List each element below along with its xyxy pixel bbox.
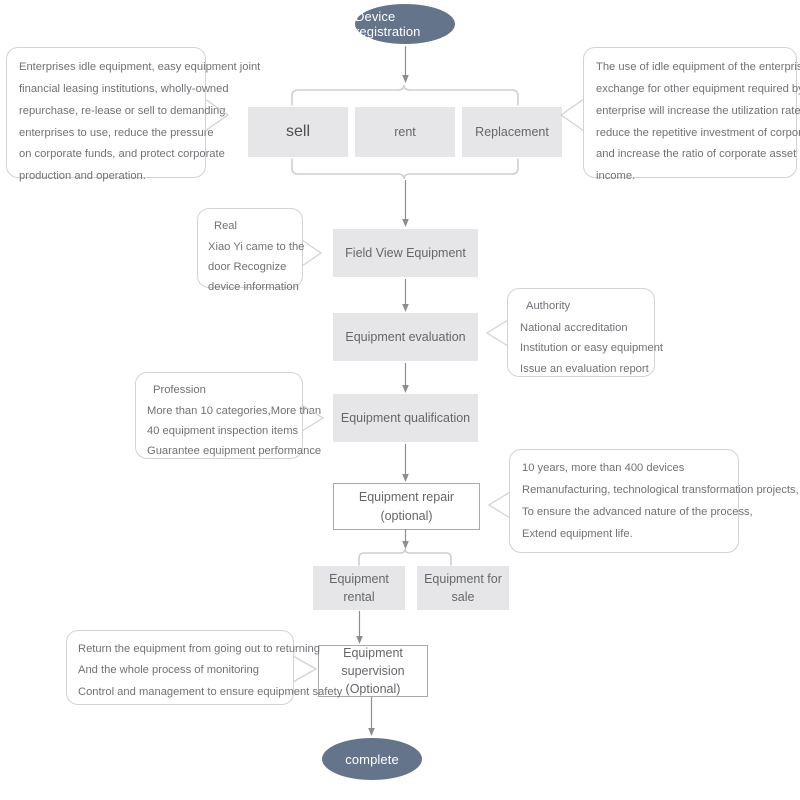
node-device-registration-label: Device registration [355, 9, 421, 39]
callout-real-note-title: Real [214, 220, 238, 232]
callout-supervision-note-line-3: Control and management to ensure equipme… [78, 685, 343, 698]
callout-profession-note-line-3: Guarantee equipment performance [147, 445, 322, 458]
callout-supervision-note-line-2: And the whole process of monitoring [78, 664, 259, 677]
callout-profession-note-line-1: More than 10 categories,More than [147, 405, 322, 418]
callout-supervision-note-line-1: Return the equipment from going out to r… [78, 643, 320, 655]
callout-replacement-note-line-6: income. [596, 170, 636, 183]
callout-authority-note-line-1: National accreditation [520, 321, 628, 334]
callout-real-note-line-2: door Recognize [208, 261, 287, 274]
callout-replacement-note-line-4: reduce the repetitive investment of corp… [596, 126, 800, 139]
callout-profession-note-title: Profession [153, 384, 206, 396]
callout-repair-note: 10 years, more than 400 devices Remanufa… [509, 449, 799, 553]
callout-sell-note-line-1: Enterprises idle equipment, easy equipme… [19, 61, 261, 73]
callout-replacement-note-tail [559, 97, 585, 133]
arrow-evaluation-to-qualification [400, 363, 411, 394]
callout-sell-note: Enterprises idle equipment, easy equipme… [6, 47, 261, 182]
callout-authority-note-tail [485, 318, 509, 348]
callout-profession-note-tail [301, 403, 325, 433]
callout-sell-note-line-2: financial leasing institutions, wholly-o… [19, 82, 229, 95]
callout-real-note-line-3: device information [208, 281, 299, 294]
arrow-repair-to-outcomes [400, 529, 411, 550]
callout-repair-note-line-1: 10 years, more than 400 devices [522, 462, 685, 474]
box-equipment-repair[interactable]: Equipment repair (optional) [333, 483, 480, 530]
brace-options-bottom [290, 158, 520, 180]
callout-sell-note-line-6: production and operation. [19, 170, 146, 183]
arrow-outcomes-to-supervision [354, 611, 365, 645]
callout-replacement-note: The use of idle equipment of the enterpr… [583, 47, 800, 182]
box-equipment-rental-label: Equipment rental [329, 571, 389, 604]
arrow-options-to-field-view [400, 180, 411, 228]
arrow-start-to-options [400, 46, 411, 84]
callout-repair-note-line-3: To ensure the advanced nature of the pro… [522, 505, 753, 518]
callout-repair-note-line-2: Remanufacturing, technological transform… [522, 483, 799, 496]
callout-repair-note-tail [487, 490, 511, 520]
arrow-qualification-to-repair [400, 444, 411, 483]
callout-replacement-note-line-5: and increase the ratio of corporate asse… [596, 148, 800, 161]
box-option-rent-label: rent [394, 124, 416, 139]
callout-authority-note-line-2: Institution or easy equipment [520, 342, 664, 355]
box-field-view-equipment-label: Field View Equipment [345, 245, 466, 260]
box-equipment-evaluation-label: Equipment evaluation [345, 329, 466, 344]
callout-replacement-note-line-3: enterprise will increase the utilization… [596, 104, 800, 117]
callout-supervision-note: Return the equipment from going out to r… [66, 630, 343, 705]
callout-authority-note: Authority National accreditation Institu… [507, 288, 664, 377]
callout-supervision-note-tail [292, 654, 318, 684]
box-option-sell-label: sell [285, 123, 310, 141]
box-equipment-qualification-label: Equipment qualification [340, 410, 471, 425]
node-complete[interactable]: complete [322, 738, 422, 780]
box-equipment-qualification[interactable]: Equipment qualification [333, 394, 478, 442]
callout-profession-note-line-2: 40 equipment inspection items [147, 425, 299, 438]
brace-options-top [290, 84, 520, 106]
callout-sell-note-line-4: enterprises to use, reduce the pressure [19, 126, 214, 139]
callout-authority-note-line-3: Issue an evaluation report [520, 363, 649, 376]
callout-replacement-note-line-2: exchange for other equipment required by… [596, 82, 800, 95]
callout-authority-note-title: Authority [526, 300, 571, 312]
callout-real-note-tail [301, 238, 323, 268]
callout-replacement-note-line-1: The use of idle equipment of the enterpr… [596, 61, 800, 73]
box-equipment-for-sale-label: Equipment for sale [424, 571, 502, 604]
box-option-sell[interactable]: sell [248, 107, 348, 157]
box-field-view-equipment[interactable]: Field View Equipment [333, 229, 478, 277]
callout-sell-note-tail [204, 97, 230, 133]
callout-real-note-line-1: Xiao Yi came to the [208, 241, 305, 254]
box-option-replacement[interactable]: Replacement [462, 107, 562, 157]
box-equipment-rental[interactable]: Equipment rental [313, 566, 405, 610]
callout-real-note: Real Xiao Yi came to the door Recognize … [197, 208, 305, 293]
callout-sell-note-line-3: repurchase, re-lease or sell to demandin… [19, 104, 226, 117]
node-device-registration[interactable]: Device registration [355, 4, 455, 44]
arrow-supervision-to-complete [366, 697, 377, 737]
box-option-rent[interactable]: rent [355, 107, 455, 157]
box-equipment-supervision[interactable]: Equipment supervision (Optional) [318, 645, 428, 697]
box-equipment-supervision-line2: (Optional) [345, 682, 401, 697]
box-option-replacement-label: Replacement [475, 124, 549, 139]
callout-profession-note: Profession More than 10 categories,More … [135, 372, 322, 459]
box-equipment-evaluation[interactable]: Equipment evaluation [333, 313, 478, 361]
box-equipment-for-sale[interactable]: Equipment for sale [417, 566, 509, 610]
arrow-field-view-to-evaluation [400, 279, 411, 313]
node-complete-label: complete [345, 751, 399, 767]
brace-outcomes-top [357, 548, 453, 566]
box-equipment-supervision-line1: Equipment supervision [341, 645, 405, 678]
callout-repair-note-line-4: Extend equipment life. [522, 527, 633, 540]
callout-sell-note-line-5: on corporate funds, and protect corporat… [19, 148, 225, 161]
box-equipment-repair-label: Equipment repair (optional) [358, 490, 455, 523]
